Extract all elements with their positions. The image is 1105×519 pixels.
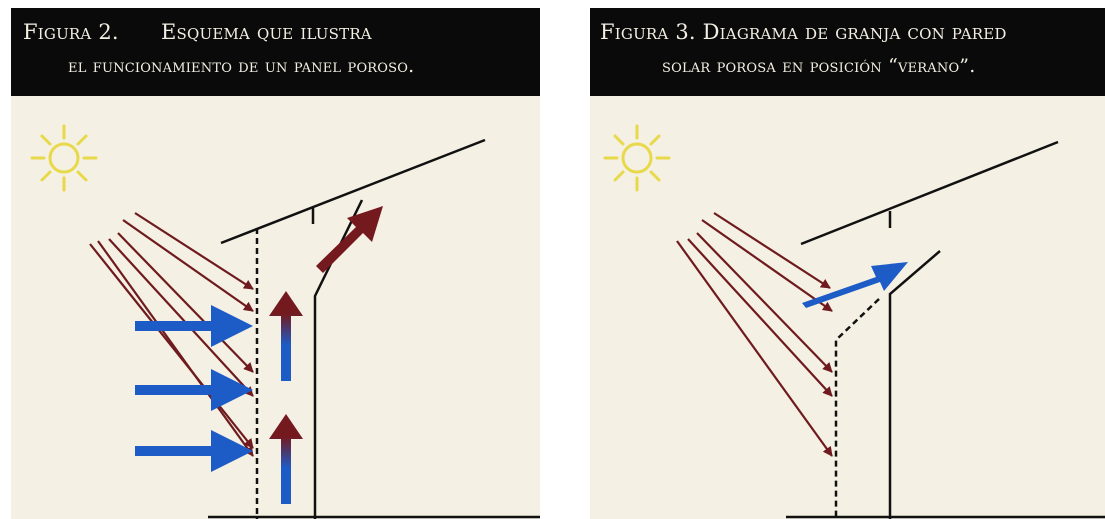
figure-2-panel: Figura 2. Esquema que ilustra el funcion… [11, 8, 540, 519]
solar-ray [701, 219, 833, 312]
sun-icon [603, 124, 671, 192]
figure-2-caption: Figura 2. Esquema que ilustra el funcion… [11, 8, 540, 96]
solar-ray [676, 240, 833, 457]
figure-3-diagram [603, 124, 1105, 519]
warm-air-arrow [269, 291, 303, 381]
cool-air-arrow [802, 262, 908, 308]
warm-air-arrow [269, 414, 303, 504]
solar-ray [687, 238, 833, 397]
figure-3-panel: Figura 3. Diagrama de granja con pared s… [590, 8, 1105, 519]
cool-air-arrow [135, 430, 253, 472]
solar-ray [696, 232, 833, 373]
figure-3-title-line1: Figura 3. Diagrama de granja con pared [600, 20, 1007, 44]
figure-2-title-line1: Esquema que ilustra [161, 20, 372, 44]
roof-line [220, 138, 486, 245]
cool-air-arrow [135, 305, 253, 347]
sun-icon [30, 124, 98, 192]
warm-air-arrow [316, 206, 383, 273]
inner-wall [888, 250, 941, 519]
solar-ray [134, 212, 254, 290]
solar-ray [89, 243, 254, 449]
figure-3-title-line2: solar porosa en posición “verano”. [662, 55, 976, 77]
porous-panel [834, 298, 880, 519]
solar-ray [713, 212, 831, 289]
solar-ray [117, 232, 254, 373]
solar-ray [108, 238, 254, 397]
solar-ray [122, 219, 254, 312]
figure-2-diagram [30, 124, 540, 519]
figure-3-caption: Figura 3. Diagrama de granja con pared s… [590, 8, 1105, 96]
cool-air-arrow [135, 369, 253, 411]
solar-ray [97, 240, 254, 457]
figure-2-number: Figura 2. [23, 20, 119, 44]
figure-2-title-line2: el funcionamiento de un panel poroso. [68, 55, 415, 77]
inner-wall [313, 199, 364, 519]
roof-line [800, 140, 1059, 246]
